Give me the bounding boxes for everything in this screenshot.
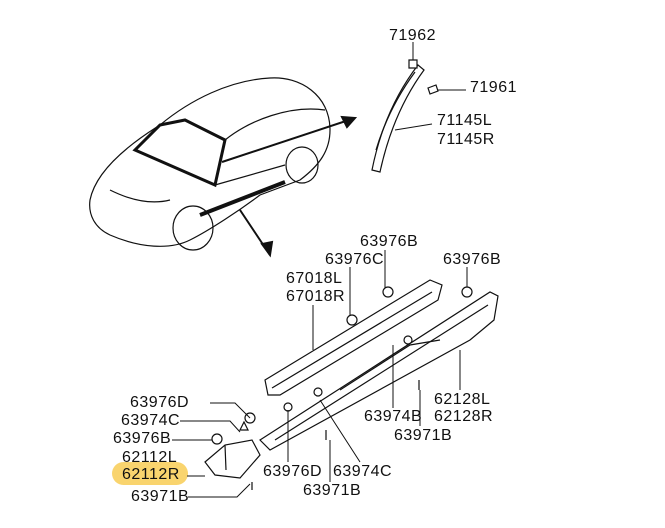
part-label-63971b[interactable]: 63971B: [131, 488, 190, 505]
pillar-trim-part: [371, 59, 439, 173]
selected-part-highlight: [112, 462, 188, 485]
part-label-63976d[interactable]: 63976D: [263, 463, 323, 480]
part-label-71962[interactable]: 71962: [389, 27, 436, 44]
part-label-67018l[interactable]: 67018L: [286, 270, 343, 287]
part-label-71961[interactable]: 71961: [470, 79, 517, 96]
part-label-63976b[interactable]: 63976B: [360, 233, 419, 250]
side-sill-parts: [204, 279, 499, 490]
car-illustration: [89, 77, 331, 251]
part-label-63976c[interactable]: 63976C: [325, 251, 385, 268]
part-label-63974b[interactable]: 63974B: [364, 408, 423, 425]
part-label-63976b[interactable]: 63976B: [113, 430, 172, 447]
part-label-63971b[interactable]: 63971B: [394, 427, 453, 444]
callout-arrows: [221, 115, 358, 258]
part-label-62112l[interactable]: 62112L: [122, 449, 178, 466]
part-label-71145r[interactable]: 71145R: [437, 131, 495, 148]
part-label-71145l[interactable]: 71145L: [437, 112, 493, 129]
part-label-63974c[interactable]: 63974C: [121, 412, 181, 429]
part-label-62128l[interactable]: 62128L: [434, 391, 491, 408]
part-label-67018r[interactable]: 67018R: [286, 288, 346, 305]
part-label-63976b[interactable]: 63976B: [443, 251, 502, 268]
part-label-63974c[interactable]: 63974C: [333, 463, 393, 480]
part-label-63976d[interactable]: 63976D: [130, 394, 190, 411]
part-label-63971b[interactable]: 63971B: [303, 482, 362, 499]
leader-lines: [172, 42, 468, 498]
part-label-62128r[interactable]: 62128R: [434, 408, 494, 425]
part-label-62112r-selected[interactable]: 62112R: [122, 466, 180, 483]
